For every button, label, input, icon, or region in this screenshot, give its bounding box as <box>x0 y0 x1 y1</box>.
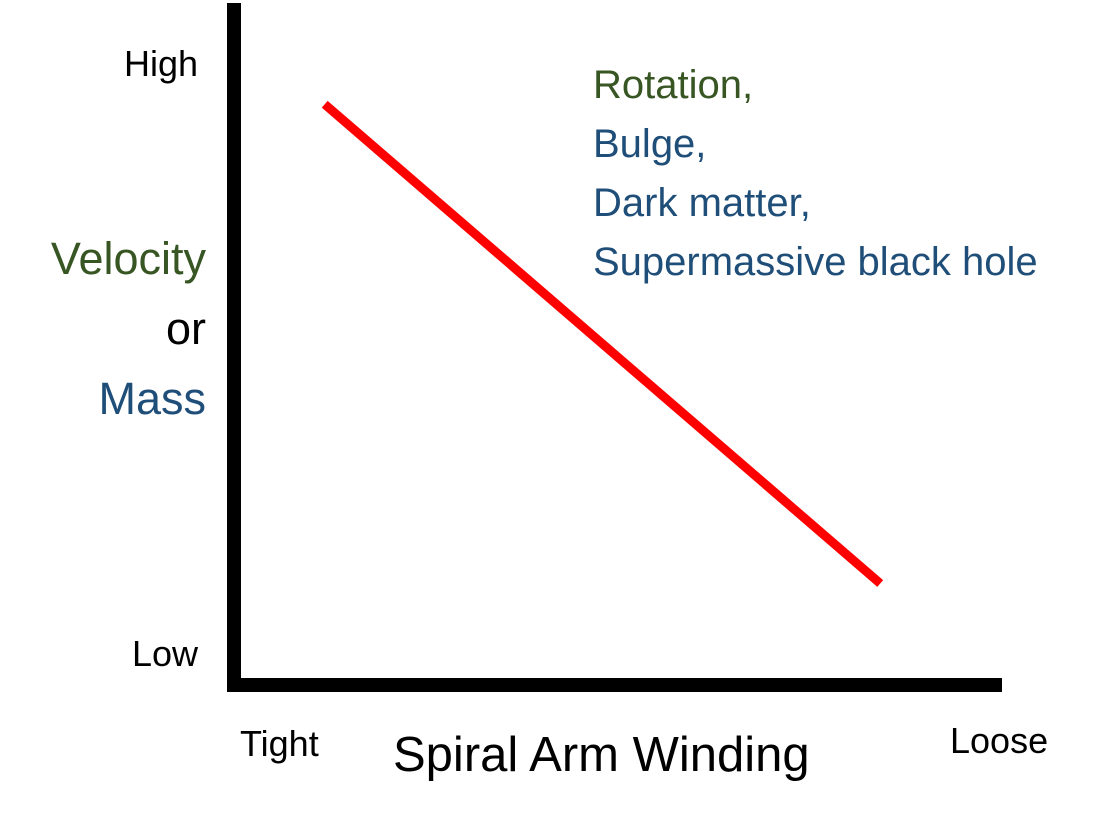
y-axis-title-line-or: or <box>165 303 206 354</box>
x-tick-label-tight: Tight <box>240 723 319 764</box>
x-tick-label-loose: Loose <box>950 720 1049 761</box>
y-axis-title-line-mass: Mass <box>98 373 206 424</box>
y-axis-line <box>227 3 241 692</box>
annotation-block: Rotation, Bulge, Dark matter, Supermassi… <box>593 56 1038 292</box>
y-axis-title: Velocity or Mass <box>10 224 206 434</box>
y-tick-label-high: High <box>123 43 198 84</box>
trend-line <box>321 100 884 587</box>
annotation-line-rotation: Rotation, <box>593 63 754 107</box>
y-tick-label-low: Low <box>131 633 198 674</box>
annotation-line-dark-matter: Dark matter, <box>593 181 811 225</box>
annotation-line-smbh: Supermassive black hole <box>593 240 1038 284</box>
x-axis-title: Spiral Arm Winding <box>393 728 810 782</box>
annotation-line-bulge: Bulge, <box>593 122 707 166</box>
x-axis-line <box>227 678 1002 692</box>
y-axis-title-line-velocity: Velocity <box>50 233 206 284</box>
